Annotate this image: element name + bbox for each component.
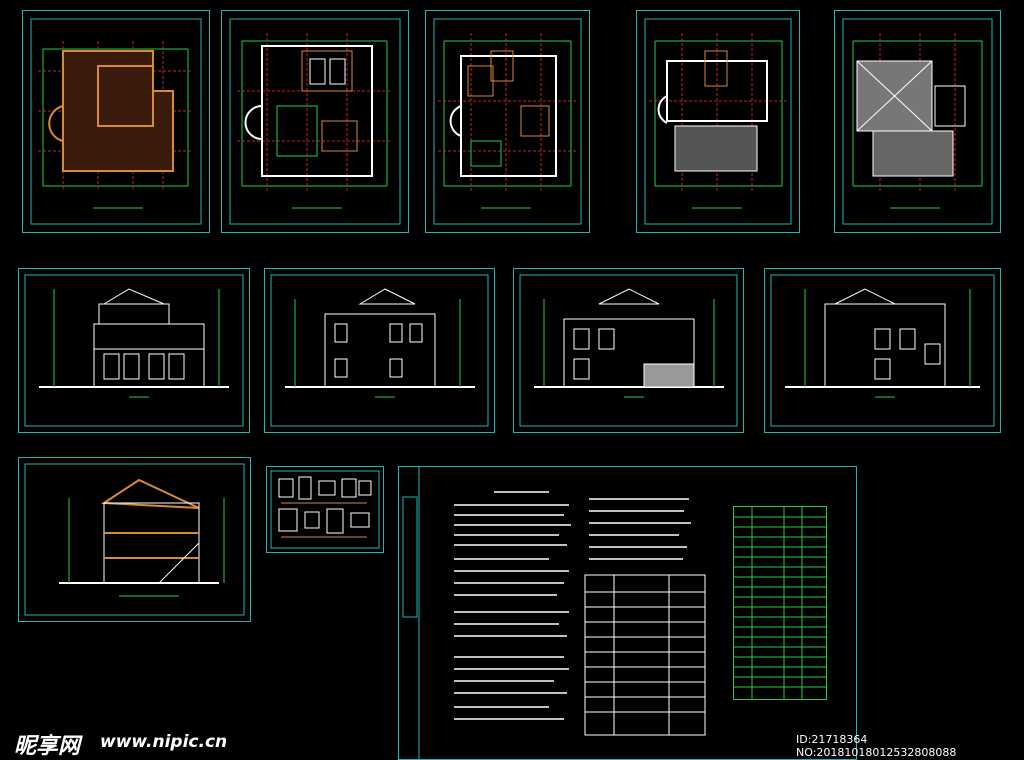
watermark-image-id: ID:21718364 NO:20181018012532808088 [796,733,957,759]
plan-drawing [433,18,582,225]
sheet-plan-4 [636,10,800,233]
plan-drawing [30,18,202,225]
sheet-details [266,466,384,553]
details-drawing [270,470,380,549]
sheet-roof-plan [834,10,1001,233]
section-drawing [24,463,245,616]
sheet-door-window-schedule [733,506,827,700]
elevation-drawing [770,274,995,427]
sheet-plan-2 [221,10,409,233]
sheet-plan-3 [425,10,590,233]
watermark-url: www.nipic.cn [100,732,228,752]
plan-drawing [229,18,401,225]
elevation-drawing [270,274,489,427]
sheet-elevation-east [513,268,744,433]
plan-drawing [842,18,993,225]
elevation-drawing [519,274,738,427]
plan-drawing [644,18,792,225]
notes-drawing [402,467,706,759]
sheet-design-notes [398,466,857,760]
sheet-elevation-north [264,268,495,433]
elevation-drawing [24,274,244,427]
schedule-table [734,507,826,699]
watermark-site-name: 昵享网 [14,734,81,759]
sheet-elevation-west [764,268,1001,433]
sheet-elevation-south [18,268,250,433]
sheet-plan-1 [22,10,210,233]
sheet-section [18,457,251,622]
